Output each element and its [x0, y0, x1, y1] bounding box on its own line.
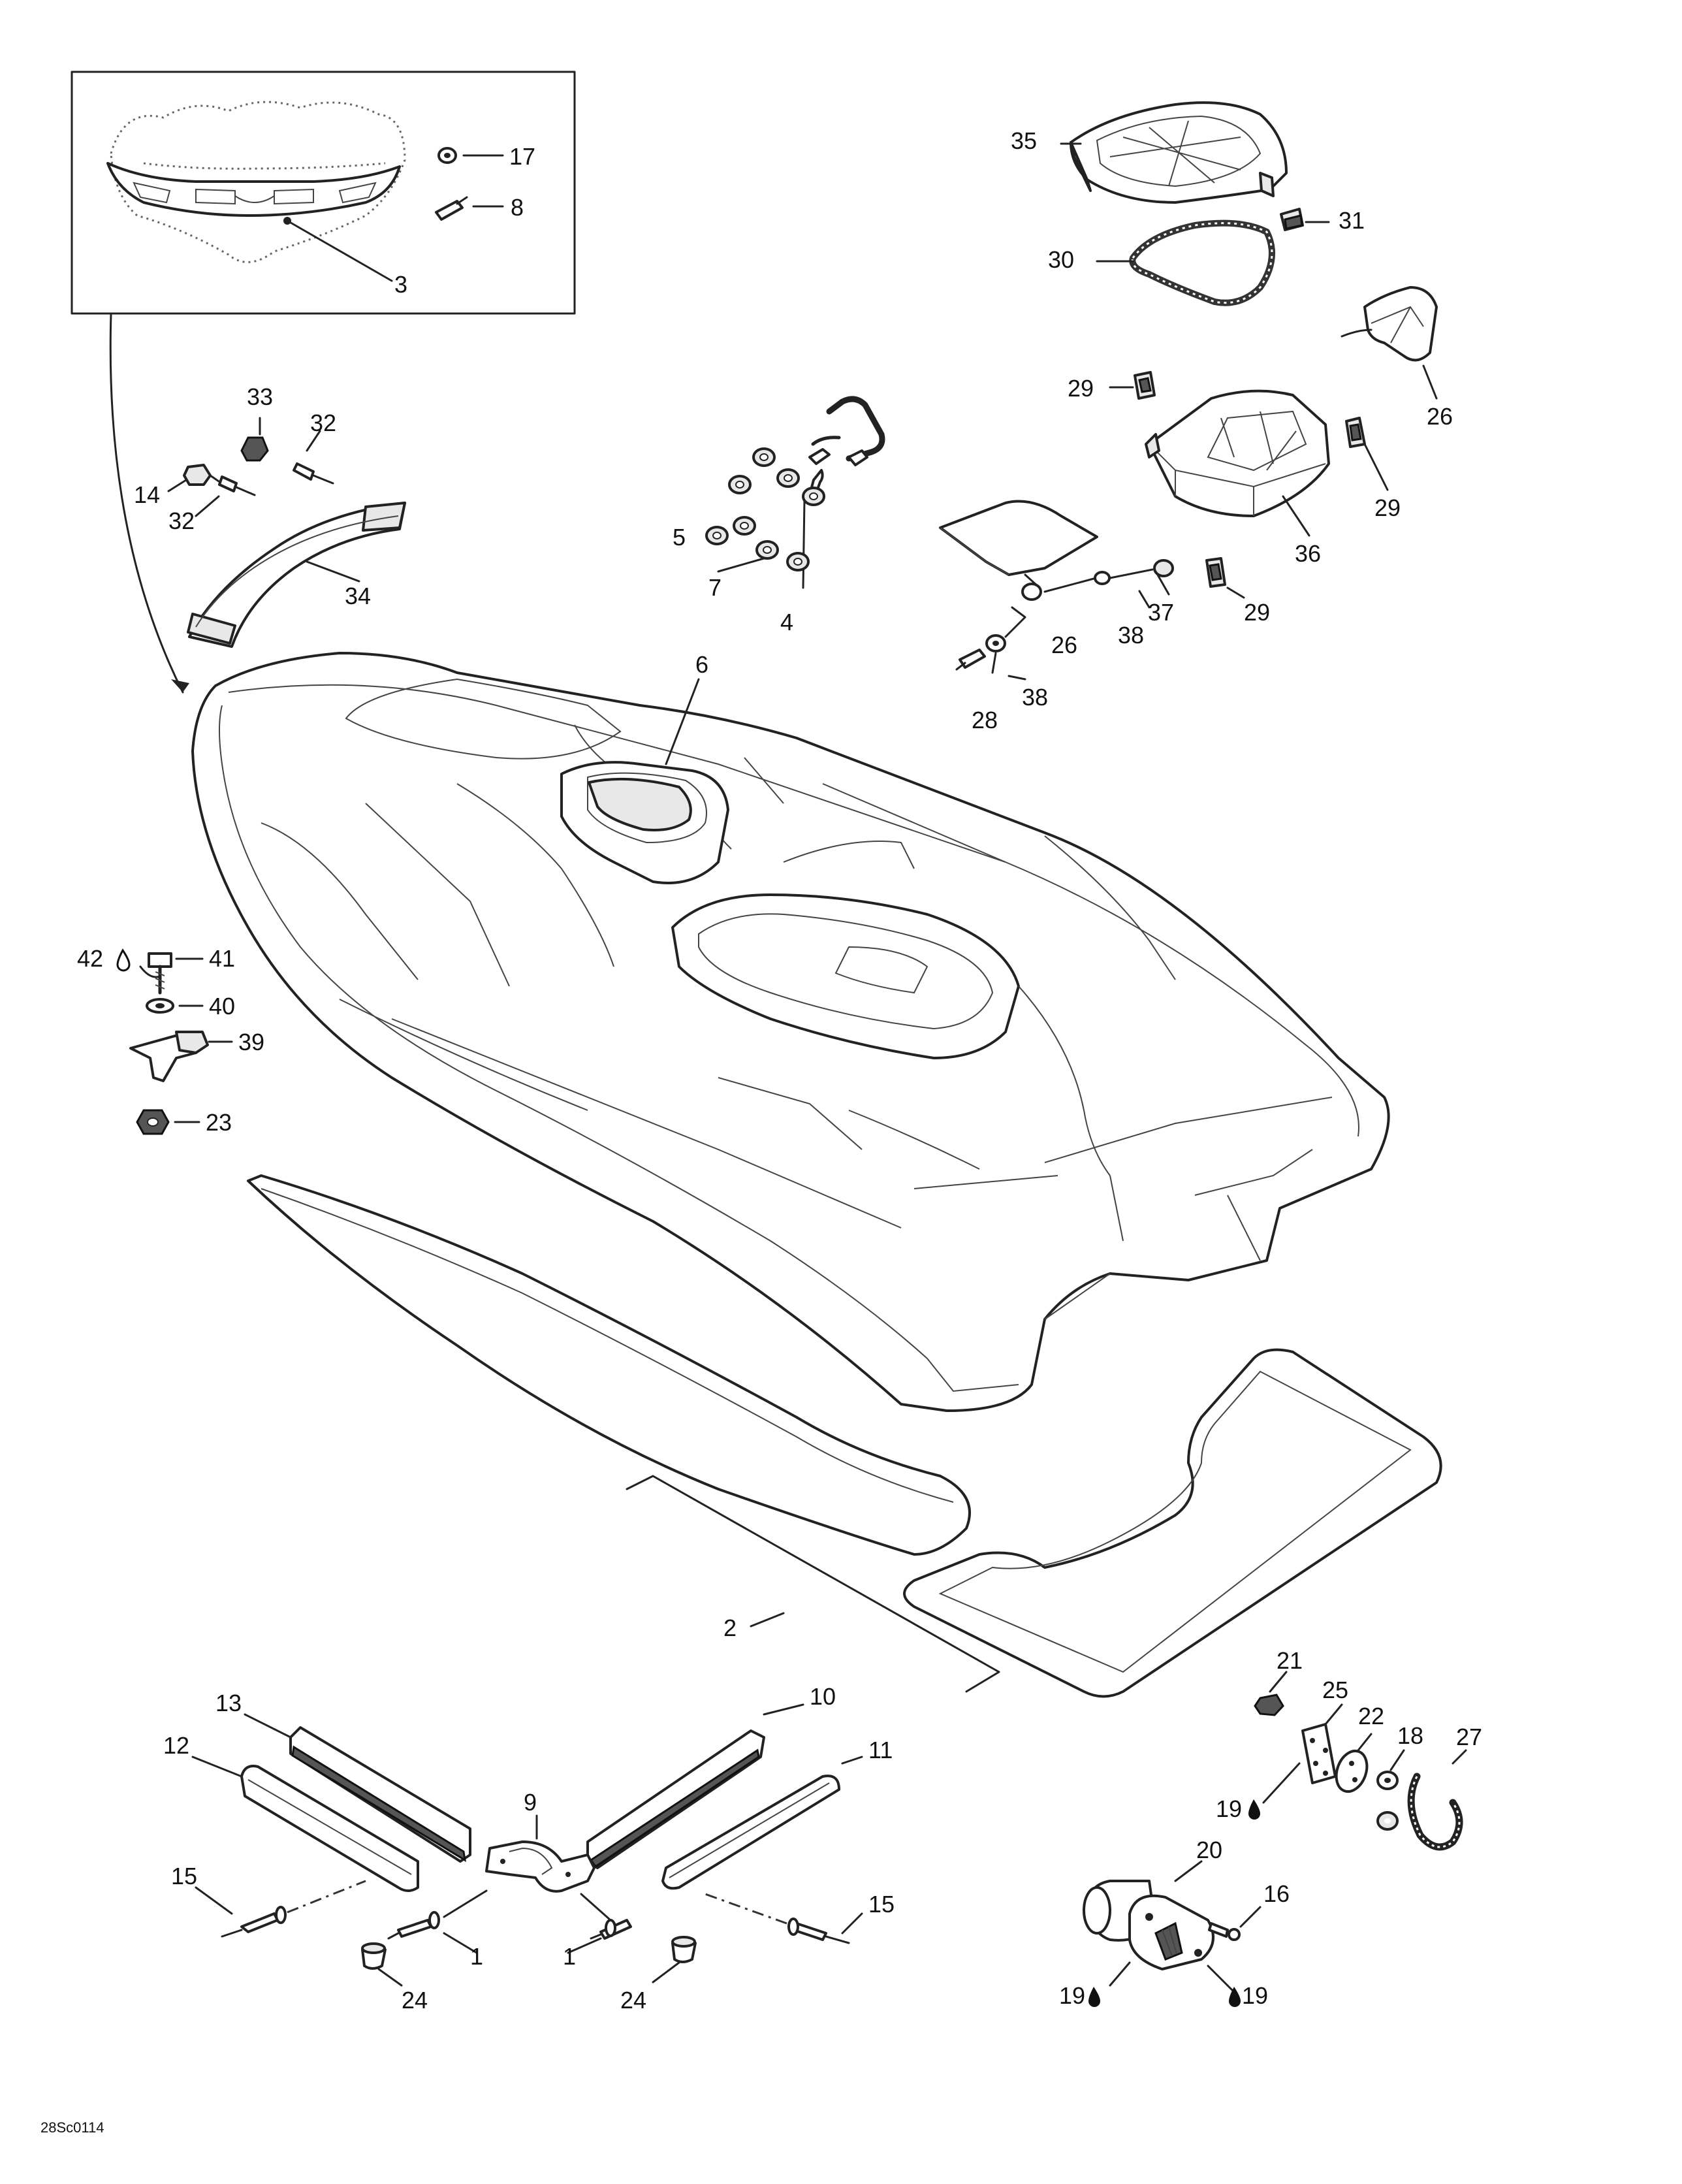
label-14: 14 — [134, 481, 160, 508]
label-32: 32 — [168, 507, 195, 534]
label-13: 13 — [215, 1690, 242, 1716]
drop-icon — [116, 948, 131, 972]
label-12: 12 — [163, 1732, 189, 1759]
grab-handle-assembly — [167, 417, 406, 648]
label-7: 7 — [708, 574, 722, 601]
label-29: 29 — [1068, 375, 1094, 402]
label-2: 2 — [723, 1614, 737, 1641]
label-39: 39 — [238, 1029, 264, 1055]
hull-body — [191, 652, 1390, 1412]
label-11: 11 — [868, 1737, 893, 1763]
drop-icon — [1229, 1987, 1241, 2007]
label-32: 32 — [310, 410, 336, 436]
label-25: 25 — [1322, 1677, 1348, 1703]
label-40: 40 — [209, 993, 235, 1020]
label-26: 26 — [1427, 403, 1453, 430]
diagram-code: 28Sc0114 — [40, 2119, 104, 2136]
label-23: 23 — [206, 1109, 232, 1136]
label-8: 8 — [511, 194, 524, 221]
label-20: 20 — [1196, 1837, 1222, 1863]
label-21: 21 — [1277, 1647, 1303, 1674]
label-9: 9 — [524, 1789, 537, 1816]
label-22: 22 — [1358, 1703, 1384, 1729]
label-18: 18 — [1397, 1722, 1423, 1749]
label-19: 19 — [1216, 1795, 1242, 1822]
label-36: 36 — [1295, 540, 1321, 567]
label-26: 26 — [1051, 632, 1077, 658]
drop-icons — [116, 948, 1260, 2007]
label-15: 15 — [171, 1863, 197, 1889]
label-1: 1 — [470, 1943, 483, 1970]
label-38: 38 — [1022, 684, 1048, 711]
hinge-bracket-assembly — [129, 952, 233, 1135]
label-6: 6 — [695, 651, 708, 678]
label-30: 30 — [1048, 246, 1074, 273]
sponson-assembly — [191, 1703, 863, 1987]
storage-bin-assembly — [1109, 286, 1438, 599]
drop-icon — [1248, 1799, 1260, 1820]
label-37: 37 — [1148, 599, 1174, 626]
label-29: 29 — [1244, 599, 1270, 626]
label-10: 10 — [810, 1683, 836, 1710]
label-15: 15 — [868, 1891, 895, 1918]
tow-eye-assembly — [1254, 1671, 1467, 1851]
label-31: 31 — [1339, 207, 1365, 234]
label-29: 29 — [1374, 494, 1401, 521]
label-19: 19 — [1242, 1982, 1268, 2009]
label-42: 42 — [77, 945, 103, 972]
label-28: 28 — [972, 707, 998, 733]
label-3: 3 — [394, 271, 407, 298]
label-24: 24 — [402, 1987, 428, 2014]
leader-lines — [665, 142, 1330, 765]
label-33: 33 — [247, 383, 273, 410]
drop-icon — [1088, 1987, 1100, 2007]
label-4: 4 — [780, 609, 793, 635]
part-labels: 17 8 3 33 32 14 32 34 5 7 4 6 35 30 31 2… — [40, 127, 1482, 2136]
label-27: 27 — [1456, 1724, 1482, 1750]
label-5: 5 — [673, 524, 686, 551]
label-16: 16 — [1263, 1880, 1290, 1907]
label-35: 35 — [1011, 127, 1037, 154]
storage-cover-assembly — [1070, 101, 1304, 306]
label-24: 24 — [620, 1987, 646, 2014]
access-plate-assembly — [939, 500, 1174, 671]
inset-detail — [71, 71, 576, 694]
hull-mats — [247, 1174, 1442, 1698]
label-41: 41 — [209, 945, 235, 972]
label-19: 19 — [1059, 1982, 1085, 2009]
label-34: 34 — [345, 583, 371, 609]
handle-fasteners — [705, 396, 885, 589]
label-17: 17 — [509, 143, 535, 170]
label-38: 38 — [1118, 622, 1144, 649]
drain-plug-assembly — [1083, 1860, 1262, 1993]
label-1: 1 — [563, 1943, 576, 1970]
